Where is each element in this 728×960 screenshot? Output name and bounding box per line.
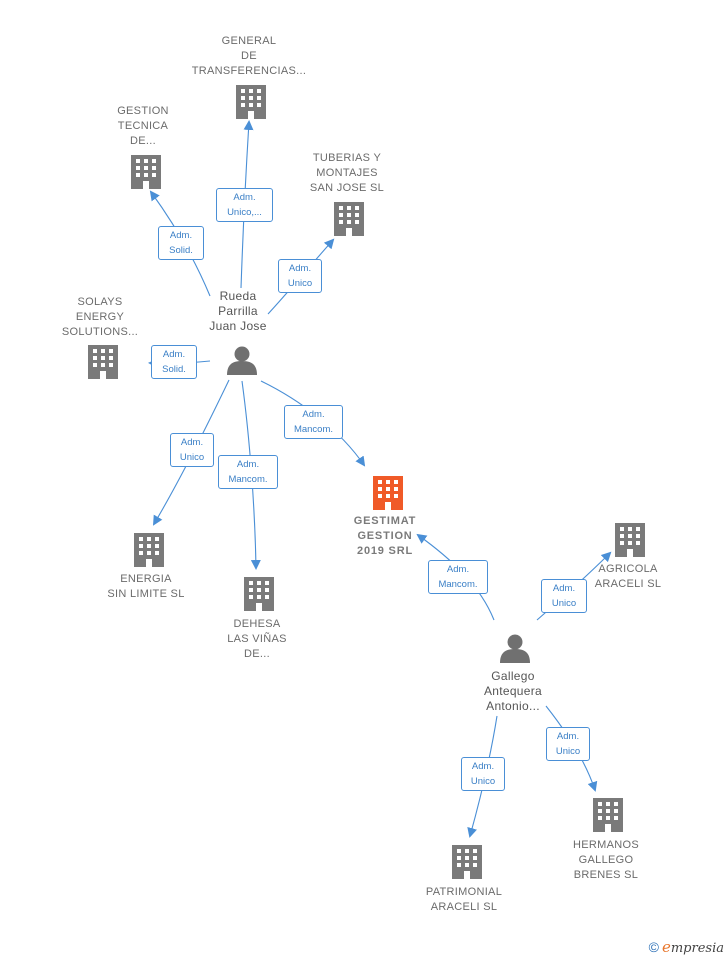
node-agricola[interactable]: AGRICOLA ARACELI SL (548, 562, 708, 592)
node-label-line: ARACELI SL (594, 578, 662, 590)
edge-label-rueda-gestimat[interactable]: Adm. Mancom. (284, 405, 343, 439)
edge-label-rueda-tuberias[interactable]: Adm. Unico (278, 259, 322, 293)
edge-label-line: Adm. (236, 459, 260, 470)
node-label-line: HERMANOS (573, 839, 639, 851)
building-icon (593, 798, 623, 832)
edge-label-line: Adm. (233, 192, 256, 203)
node-label-line: Antonio... (486, 699, 540, 713)
node-tuberias[interactable]: TUBERIAS Y MONTAJES SAN JOSE SL (267, 151, 427, 196)
node-label-line: AGRICOLA (598, 563, 658, 575)
node-label-line: SIN LIMITE SL (107, 588, 185, 600)
edge-label-line: Adm. (302, 409, 325, 420)
edge-label-rueda-general[interactable]: Adm. Unico,... (216, 188, 273, 222)
edge-label-line: Mancom. (228, 474, 268, 485)
node-solays[interactable]: SOLAYS ENERGY SOLUTIONS... (20, 295, 180, 340)
edge-label-gallego-agricola[interactable]: Adm. Unico (541, 579, 587, 613)
building-icon (615, 523, 645, 557)
node-label-line: 2019 SRL (357, 545, 413, 557)
person-icon (500, 634, 530, 663)
node-rueda[interactable]: Rueda Parrilla Juan Jose (158, 289, 318, 334)
node-label-line: GESTIMAT (353, 515, 417, 527)
edge-label-rueda-solays[interactable]: Adm. Solid. (151, 345, 197, 379)
footer-brand: ©empresia (649, 938, 724, 956)
node-label-line: Gallego (491, 669, 535, 683)
edge-label-line: Adm. (556, 731, 580, 742)
node-hermanos[interactable]: HERMANOS GALLEGO BRENES SL (526, 838, 686, 883)
node-label-line: DE... (130, 135, 156, 147)
node-label-line: ARACELI SL (430, 901, 498, 913)
edge-label-rueda-dehesa[interactable]: Adm. Mancom. (218, 455, 278, 489)
edge-label-line: Adm. (180, 437, 204, 448)
node-label-line: PATRIMONIAL (425, 886, 503, 898)
edge-label-line: Unico,... (227, 207, 262, 218)
node-label-line: GALLEGO (578, 854, 634, 866)
brand-name: mpresia (670, 941, 724, 956)
edge-label-line: Adm. (552, 583, 576, 594)
edge-label-line: Unico (551, 598, 577, 609)
building-icon (452, 845, 482, 879)
building-icon (134, 533, 164, 567)
edge-label-line: Adm. (446, 564, 470, 575)
brand-initial: e (661, 938, 671, 956)
edge-label-gallego-hermanos[interactable]: Adm. Unico (546, 727, 590, 761)
edge-label-line: Unico (470, 776, 496, 787)
edge-label-line: Adm. (169, 230, 193, 241)
node-label-line: GESTION (357, 530, 413, 542)
node-general-transferencias[interactable]: GENERAL DE TRANSFERENCIAS... (169, 34, 329, 79)
edge-label-line: Solid. (162, 364, 186, 375)
building-icon-highlighted (373, 476, 403, 510)
node-label-line: GENERAL (221, 35, 277, 47)
person-icon (227, 346, 257, 375)
node-energia[interactable]: ENERGIA SIN LIMITE SL (66, 572, 226, 602)
edge-label-gallego-patrimonial[interactable]: Adm. Unico (461, 757, 505, 791)
node-label-line: GESTION (117, 105, 169, 117)
node-label-line: DE... (244, 648, 270, 660)
node-gallego[interactable]: Gallego Antequera Antonio... (433, 669, 593, 714)
edge-label-line: Adm. (162, 349, 186, 360)
node-label-line: SOLUTIONS... (61, 326, 139, 338)
edge-label-line: Unico (287, 278, 313, 289)
node-patrimonial[interactable]: PATRIMONIAL ARACELI SL (384, 885, 544, 915)
node-label-line: Parrilla (218, 304, 258, 318)
edge-label-rueda-gestion-tecnica[interactable]: Adm. Solid. (158, 226, 204, 260)
copyright-symbol: © (648, 939, 659, 955)
node-label-line: ENERGIA (120, 573, 172, 585)
node-label-line: TUBERIAS Y (312, 152, 382, 164)
node-gestion-tecnica[interactable]: GESTION TECNICA DE... (63, 104, 223, 149)
node-label-line: Antequera (483, 684, 543, 698)
node-label-line: SOLAYS (77, 296, 123, 308)
building-icon (88, 345, 118, 379)
edge-label-rueda-energia[interactable]: Adm. Unico (170, 433, 214, 467)
building-icon (244, 577, 274, 611)
node-gestimat[interactable]: GESTIMAT GESTION 2019 SRL (305, 514, 465, 559)
node-label-line: TRANSFERENCIAS... (191, 65, 307, 77)
edge-label-line: Unico (179, 452, 205, 463)
edge-label-line: Unico (555, 746, 581, 757)
node-label-line: DE (241, 50, 257, 62)
node-label-line: LAS VIÑAS (227, 633, 287, 645)
node-dehesa[interactable]: DEHESA LAS VIÑAS DE... (177, 617, 337, 662)
edge-label-line: Mancom. (438, 579, 478, 590)
node-label-line: TECNICA (117, 120, 169, 132)
node-label-line: ENERGY (75, 311, 125, 323)
edge-label-line: Solid. (169, 245, 193, 256)
building-icon (236, 85, 266, 119)
edge-label-line: Mancom. (293, 424, 334, 435)
building-icon (334, 202, 364, 236)
building-icon (131, 155, 161, 189)
edge-label-line: Adm. (288, 263, 312, 274)
node-label-line: DEHESA (233, 618, 281, 630)
node-label-line: Juan Jose (209, 319, 267, 333)
node-label-line: SAN JOSE SL (309, 182, 385, 194)
edge-label-line: Adm. (471, 761, 495, 772)
edge-label-gallego-gestimat[interactable]: Adm. Mancom. (428, 560, 488, 594)
node-label-line: MONTAJES (316, 167, 378, 179)
node-label-line: BRENES SL (573, 869, 639, 881)
node-label-line: Rueda (219, 289, 257, 303)
